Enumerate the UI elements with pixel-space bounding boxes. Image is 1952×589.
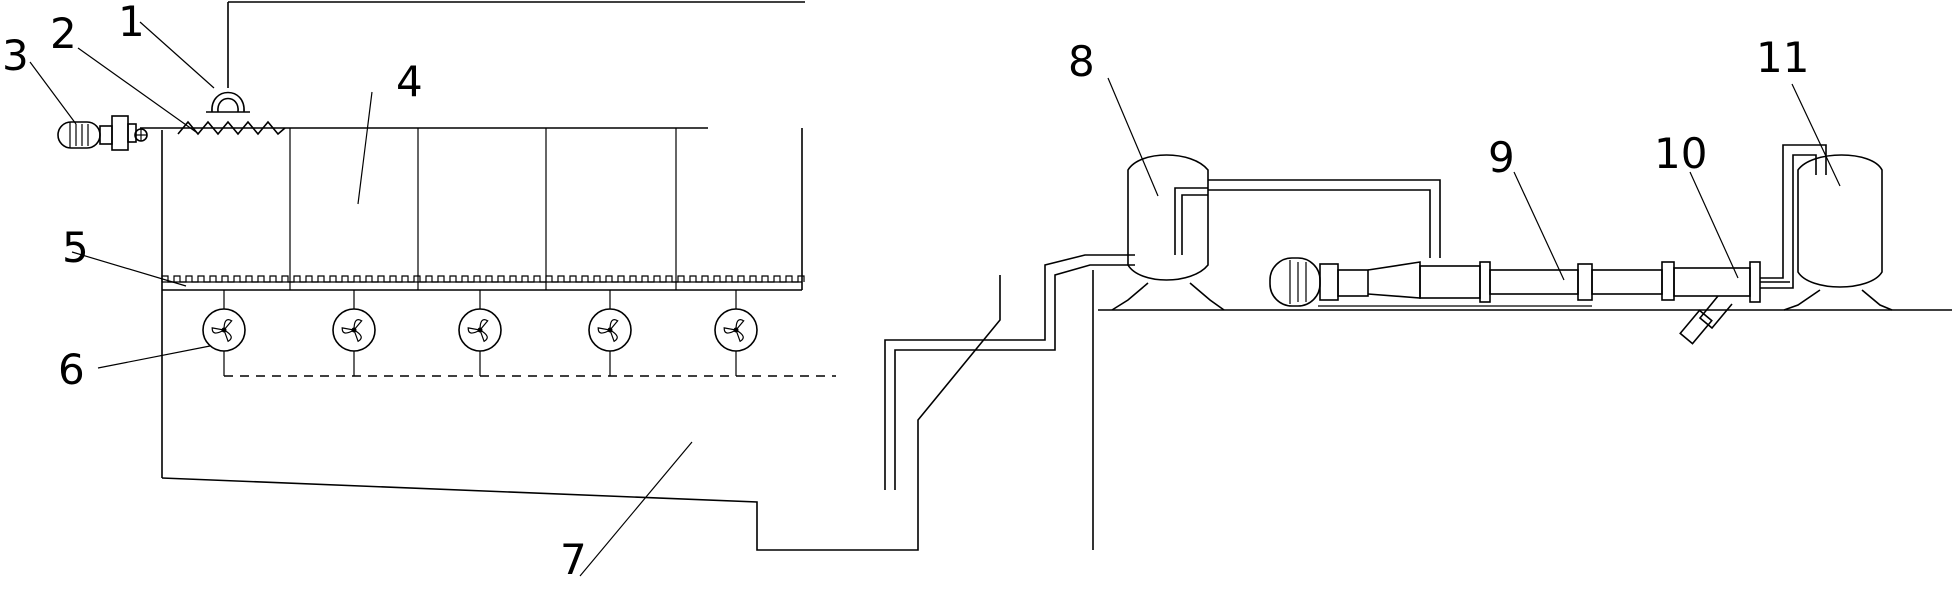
label-1: 1 [118,0,145,46]
leader-lines [29,21,1841,577]
y-strainer [1673,261,1790,345]
drain-pipe [884,254,1135,550]
heater-coil [206,91,250,113]
label-6: 6 [58,345,85,394]
fan-2 [332,290,376,376]
label-2: 2 [50,9,77,58]
label-7: 7 [560,535,587,584]
fan-4 [588,290,632,376]
spring-element [177,120,286,136]
label-8: 8 [1068,37,1095,86]
transfer-pipe [1208,179,1441,258]
label-10: 10 [1654,129,1707,178]
tank-8 [1111,154,1225,311]
feed-pipe [1760,144,1827,289]
mesh-belt [161,275,805,283]
fan-row [202,290,758,376]
fan-1 [202,290,246,376]
label-11: 11 [1756,33,1809,82]
tank-11 [1783,154,1893,311]
fan-5 [714,290,758,376]
label-3: 3 [2,31,29,80]
label-9: 9 [1488,133,1515,182]
label-5: 5 [62,223,89,272]
screw-pump [1269,257,1675,307]
fan-3 [458,290,502,376]
drive-motor [57,115,148,151]
label-4: 4 [396,57,423,106]
drying-chamber [140,1,1001,551]
